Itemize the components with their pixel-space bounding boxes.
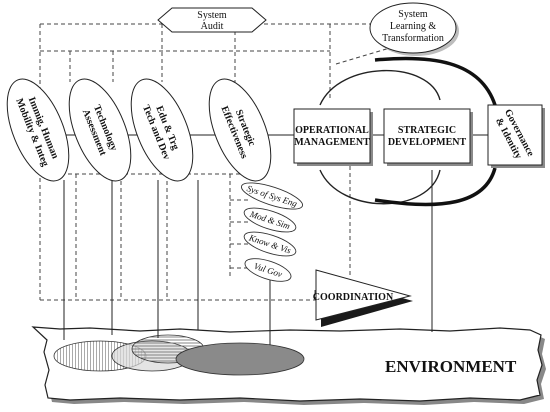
operational-label-2: MANAGEMENT <box>294 137 370 148</box>
operational-management-box: OPERATIONAL MANAGEMENT <box>293 108 373 166</box>
env-ellipse-dark <box>175 342 305 376</box>
coordination-label: COORDINATION <box>313 292 394 303</box>
governance-identity-box: Governance & Identity <box>487 104 545 168</box>
strategic-label-2: DEVELOPMENT <box>388 137 467 148</box>
operational-label-1: OPERATIONAL <box>295 125 369 136</box>
oval-immigration: Immig, Human Mobility & Integ <box>6 78 70 182</box>
oval-technology: Technology Assessment <box>68 78 132 182</box>
tool-know-vis: Know & Vis <box>243 231 297 257</box>
system-audit-node: System Audit <box>157 7 267 33</box>
oval-strategic: Strategic Effectiveness <box>208 78 272 182</box>
tool-mod-sim: Mod & Sim <box>243 207 297 233</box>
system-learning-label-1: System <box>398 9 428 20</box>
environment-label: ENVIRONMENT <box>385 357 517 376</box>
system-learning-label-2: Learning & <box>390 21 437 32</box>
strategic-label-1: STRATEGIC <box>398 125 456 136</box>
coordination-wedge: COORDINATION <box>313 269 413 327</box>
system-audit-label-1: System <box>197 10 227 21</box>
strategic-development-box: STRATEGIC DEVELOPMENT <box>383 108 473 166</box>
system-audit-label-2: Audit <box>201 21 224 32</box>
system-learning-node: System Learning & Transformation <box>369 2 459 56</box>
oval-education: Edu & Trg Tech and Dev <box>130 78 194 182</box>
tool-vul-gov: Vul Gov <box>244 258 292 282</box>
system-learning-label-3: Transformation <box>382 33 444 44</box>
cycle-arcs <box>319 56 497 207</box>
